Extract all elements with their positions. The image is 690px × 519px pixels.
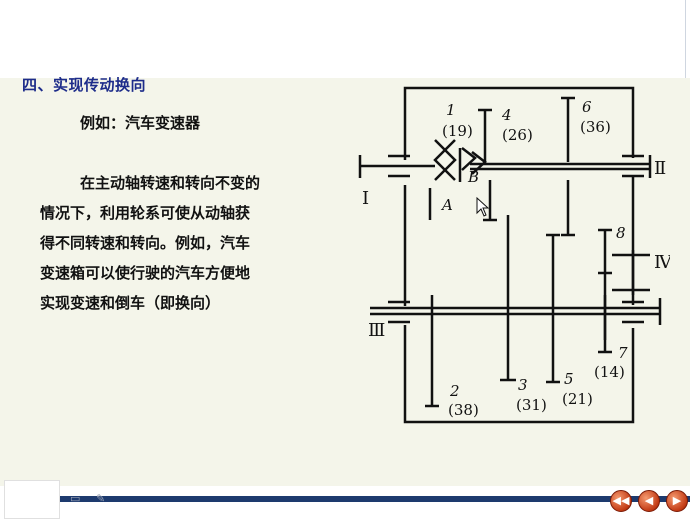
footer-divider — [60, 496, 690, 502]
description-paragraph: 在主动轴转速和转向不变的 情况下，利用轮系可使从动轴获 得不同转速和转向。例如，… — [40, 168, 316, 318]
paragraph-line: 得不同转速和转向。例如，汽车 — [40, 234, 251, 252]
gearbox-diagram: 1 (19) 4 (26) 6 (36) 2 (38) 3 (31) 5 (21… — [358, 86, 670, 424]
gear-1-teeth: (19) — [442, 122, 473, 140]
paragraph-line: 在主动轴转速和转向不变的 — [80, 174, 261, 192]
next-slide-button[interactable]: ▶ — [666, 490, 688, 512]
example-line: 例如：汽车变速器 — [80, 114, 201, 132]
gear-3-teeth: (31) — [516, 396, 547, 414]
paragraph-line: 变速箱可以使行驶的汽车方便地 — [40, 264, 251, 282]
mouse-cursor-icon — [476, 196, 490, 217]
previous-slide-button[interactable]: ◀ — [638, 490, 660, 512]
gear-6-teeth: (36) — [580, 118, 611, 136]
shaft-1-label: I — [362, 188, 369, 209]
gear-4-teeth: (26) — [502, 126, 533, 144]
shaft-3-label: Ⅲ — [368, 320, 385, 341]
gear-8-number: 8 — [616, 224, 626, 242]
gear-1-number: 1 — [446, 101, 456, 119]
gear-5-number: 5 — [564, 370, 574, 388]
gear-4-number: 4 — [501, 106, 512, 124]
window-edge — [685, 0, 690, 78]
clutch-a-label: A — [440, 196, 453, 214]
slide-header-area — [0, 0, 690, 78]
gear-3-number: 3 — [518, 376, 528, 394]
gear-7-teeth: (14) — [594, 363, 625, 381]
clutch-a — [433, 139, 447, 181]
gear-7-number: 7 — [618, 344, 628, 362]
paragraph-line: 实现变速和倒车（即换向） — [40, 294, 221, 312]
housing-top — [403, 86, 635, 160]
gear-2-teeth: (38) — [448, 401, 479, 419]
clutch-b-label: B — [467, 168, 479, 186]
housing-bottom — [403, 325, 635, 424]
footer-thumbnail — [4, 480, 60, 519]
gear-2-number: 2 — [449, 382, 460, 400]
paragraph-line: 情况下，利用轮系可使从动轴获 — [40, 204, 251, 222]
slide-content-area — [0, 78, 690, 486]
section-heading: 四、实现传动换向 — [22, 76, 147, 94]
slide-view-icon[interactable]: ▭ — [70, 492, 81, 505]
first-slide-button[interactable]: ◀◀ — [610, 490, 632, 512]
shaft-2-label: Ⅱ — [654, 158, 666, 179]
gear-5-teeth: (21) — [562, 390, 593, 408]
gear-6-number: 6 — [582, 98, 592, 116]
pen-icon[interactable]: ✎ — [96, 492, 106, 505]
shaft-4-label: Ⅳ — [654, 252, 670, 273]
